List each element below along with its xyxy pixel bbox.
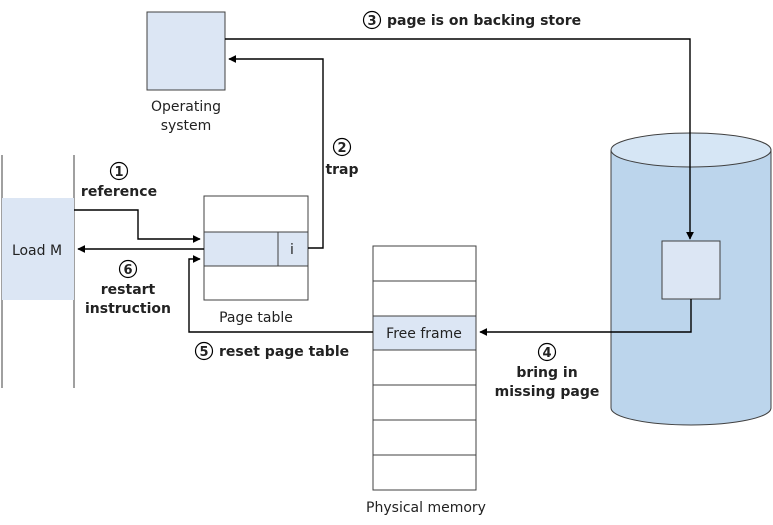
physical-memory-caption: Physical memory — [366, 500, 486, 516]
arrow-reference — [74, 209, 201, 243]
invalid-bit: i — [290, 242, 294, 258]
os-label-line2: system — [161, 118, 212, 134]
step-4-label-line1: bring in — [516, 365, 577, 381]
step-1-number: 1 — [114, 165, 123, 180]
page-table-caption: Page table — [219, 310, 293, 326]
step-3: 3 page is on backing store — [362, 10, 581, 30]
step-4-label-line2: missing page — [495, 384, 600, 400]
step-5-label: reset page table — [219, 344, 349, 360]
step-1: 1 reference — [81, 161, 157, 200]
step-4-number: 4 — [542, 346, 551, 361]
load-instruction-box — [2, 198, 74, 300]
arrow-reset-page-table — [188, 255, 373, 333]
os-label-line1: Operating — [151, 99, 221, 115]
step-6: 6 restart instruction — [85, 259, 171, 317]
step-2-label: trap — [325, 162, 358, 178]
step-5: 5 reset page table — [194, 341, 349, 361]
free-frame-label: Free frame — [386, 326, 462, 342]
free-frame — [372, 315, 477, 351]
step-2: 2 trap — [325, 137, 359, 178]
step-1-label: reference — [81, 184, 157, 200]
step-4: 4 bring in missing page — [495, 342, 600, 400]
arrow-page-on-backing-store — [225, 38, 694, 240]
step-3-number: 3 — [367, 14, 376, 29]
step-6-label-line2: instruction — [85, 301, 171, 317]
arrow-bring-in-missing-page — [479, 299, 692, 336]
step-5-number: 5 — [199, 345, 208, 360]
load-instruction-label: Load M — [12, 243, 62, 259]
physical-memory — [372, 245, 477, 491]
missing-page-box — [661, 240, 721, 300]
step-2-number: 2 — [337, 141, 346, 156]
arrow-trap — [228, 55, 324, 249]
step-3-label: page is on backing store — [387, 13, 581, 29]
operating-system-box — [146, 11, 226, 91]
step-6-label-line1: restart — [101, 282, 156, 298]
step-6-number: 6 — [123, 263, 132, 278]
